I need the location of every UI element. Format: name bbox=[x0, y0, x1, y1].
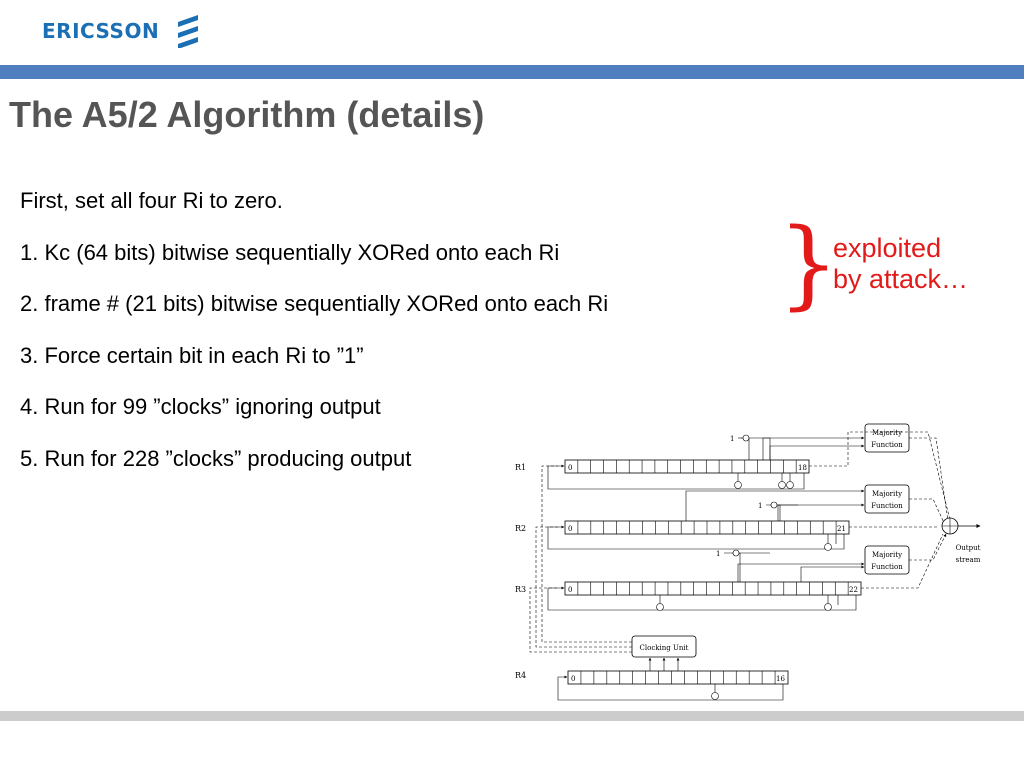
step-item: First, set all four Ri to zero. bbox=[20, 188, 283, 213]
register-r4: 0 16 bbox=[567, 670, 789, 685]
xor-gate bbox=[656, 481, 832, 700]
slide-title: The A5/2 Algorithm (details) bbox=[9, 94, 485, 135]
majority-label-1: Majority bbox=[872, 490, 902, 498]
cell-index-last: 22 bbox=[849, 586, 858, 594]
footer-bar bbox=[0, 711, 1024, 721]
ericsson-logo: ERICSSON bbox=[42, 14, 201, 48]
majority-label-1: Majority bbox=[872, 551, 902, 559]
step-item: 4. Run for 99 ”clocks” ignoring output bbox=[20, 394, 381, 419]
register-label: R1 bbox=[515, 463, 526, 472]
cell-index-last: 18 bbox=[798, 464, 807, 472]
annotation-note: exploited by attack… bbox=[833, 233, 968, 295]
clocking-unit: Clocking Unit bbox=[631, 635, 697, 658]
step-item: 5. Run for 228 ”clocks” producing output bbox=[20, 445, 412, 471]
majority-label-2: Function bbox=[871, 441, 903, 449]
forced-one-label: 1 bbox=[758, 502, 762, 510]
register-label: R3 bbox=[515, 585, 526, 594]
xor-gate bbox=[732, 434, 778, 557]
step-item: 2. frame # (21 bits) bitwise sequentiall… bbox=[20, 291, 609, 316]
clocking-unit-label: Clocking Unit bbox=[640, 644, 689, 652]
cell-index-first: 0 bbox=[568, 586, 572, 594]
annotation-brace: } bbox=[778, 208, 840, 320]
register-r3: 0 22 bbox=[564, 581, 862, 596]
majority-function-2: Majority Function bbox=[864, 484, 910, 514]
output-label-2: stream bbox=[956, 556, 981, 564]
header-bar bbox=[0, 65, 1024, 79]
majority-label-1: Majority bbox=[872, 429, 902, 437]
algorithm-steps: First, set all four Ri to zero. 1. Kc (6… bbox=[20, 186, 608, 495]
cell-index-first: 0 bbox=[568, 525, 572, 533]
output-label-1: Output bbox=[956, 544, 981, 552]
brand-name: ERICSSON bbox=[42, 19, 160, 43]
forced-one-label: 1 bbox=[716, 550, 720, 558]
step-item: 3. Force certain bit in each Ri to ”1” bbox=[20, 342, 364, 368]
cell-index-first: 0 bbox=[568, 464, 572, 472]
ericsson-wave-icon bbox=[178, 15, 199, 48]
cell-index-first: 0 bbox=[571, 675, 575, 683]
a52-diagram: R1 R2 R3 R4 0 18 0 21 0 22 0 16 bbox=[515, 423, 981, 701]
majority-label-2: Function bbox=[871, 563, 903, 571]
annotation-line-2: by attack… bbox=[833, 264, 969, 294]
cell-index-last: 16 bbox=[776, 675, 785, 683]
cell-index-last: 21 bbox=[837, 525, 846, 533]
register-label: R4 bbox=[515, 671, 526, 680]
register-label: R2 bbox=[515, 524, 526, 533]
step-item: 1. Kc (64 bits) bitwise sequentially XOR… bbox=[20, 239, 560, 265]
majority-label-2: Function bbox=[871, 502, 903, 510]
annotation-line-1: exploited bbox=[833, 233, 942, 263]
majority-function-3: Majority Function bbox=[864, 545, 910, 575]
forced-one-label: 1 bbox=[730, 435, 734, 443]
register-r2: 0 21 bbox=[564, 520, 850, 535]
majority-function-1: Majority Function bbox=[864, 423, 910, 453]
register-r1: 0 18 bbox=[564, 459, 810, 474]
